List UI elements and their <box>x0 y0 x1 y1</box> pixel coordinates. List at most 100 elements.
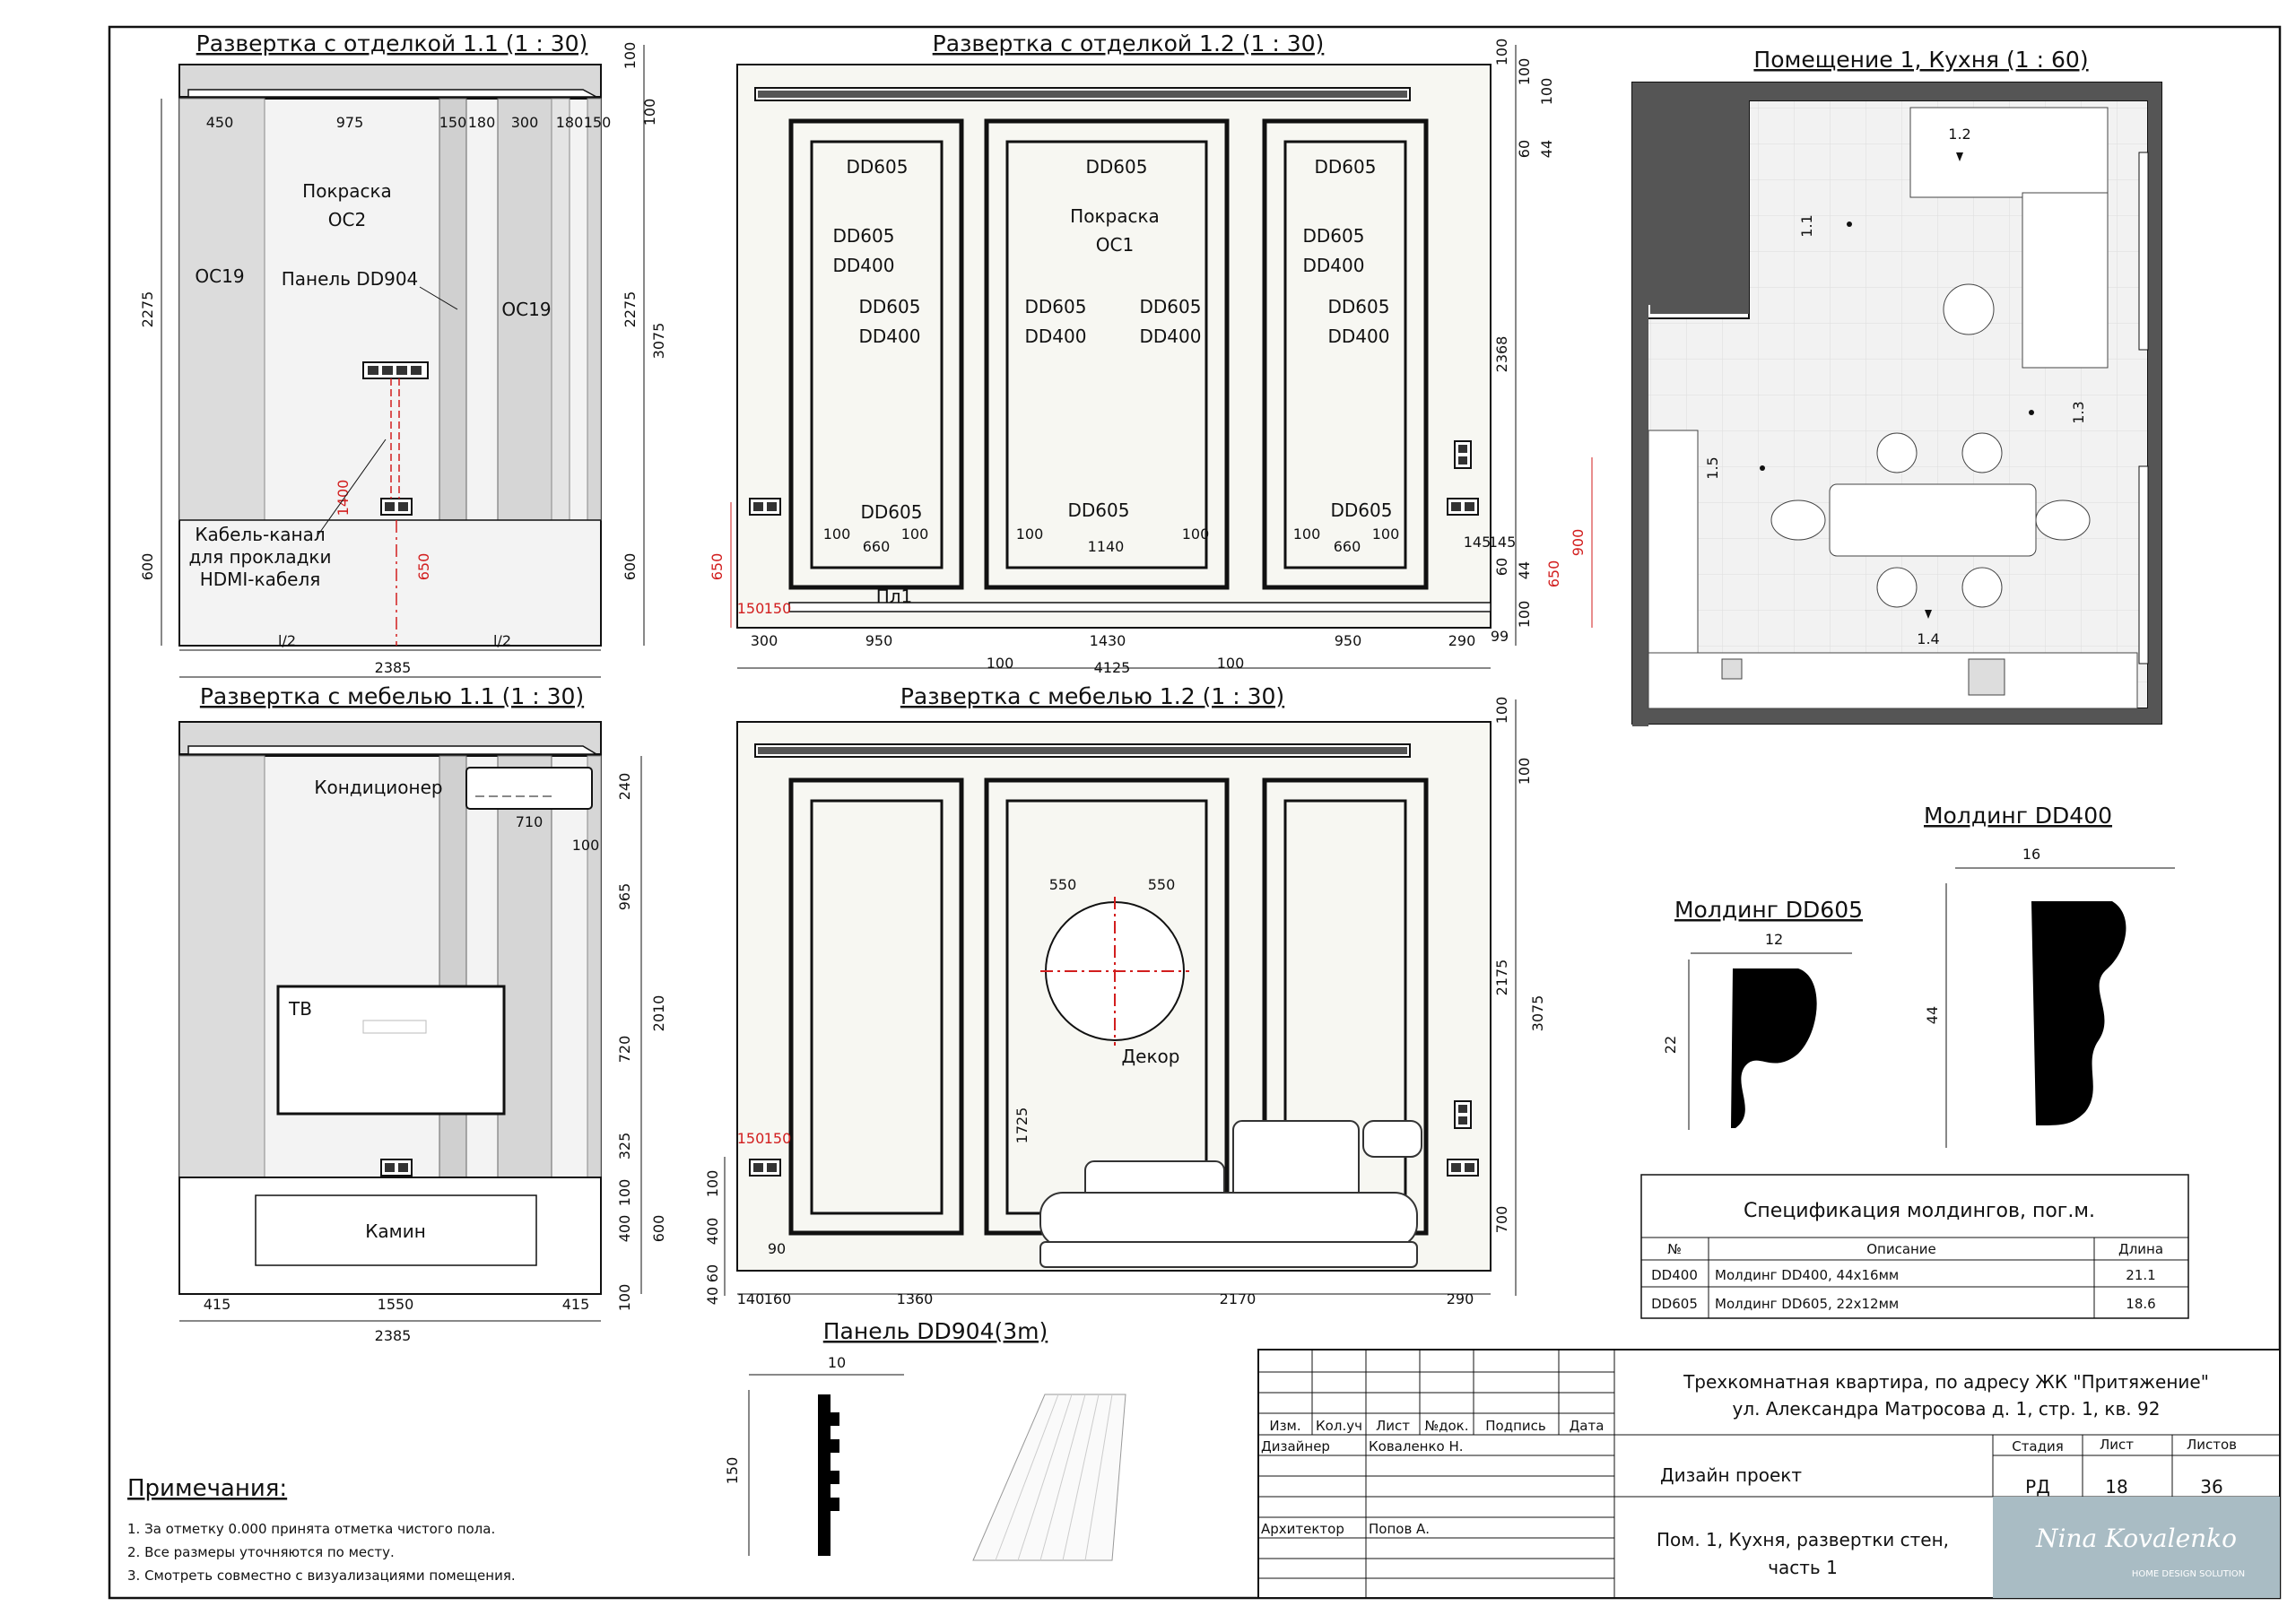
svg-text:550: 550 <box>1049 876 1077 893</box>
svg-text:Дата: Дата <box>1570 1418 1605 1434</box>
svg-text:90: 90 <box>768 1240 786 1257</box>
dims-top-finish-1-1: 450 975 150 180 300 180 150 <box>206 114 612 131</box>
svg-text:1360: 1360 <box>897 1290 934 1307</box>
elevation-finish-1-1: Развертка с отделкой 1.1 (1 : 30) 450 97… <box>139 30 667 678</box>
svg-text:700: 700 <box>1493 1206 1510 1234</box>
svg-text:DD605: DD605 <box>1086 156 1148 178</box>
svg-text:Пом. 1, Кухня, развертки стен,: Пом. 1, Кухня, развертки стен, <box>1657 1529 1949 1550</box>
wall-panel-center <box>984 118 1230 590</box>
svg-text:100: 100 <box>987 655 1014 672</box>
svg-text:Лист: Лист <box>2100 1437 2134 1453</box>
title-room-plan: Помещение 1, Кухня (1 : 60) <box>1753 47 2088 73</box>
svg-text:ОС19: ОС19 <box>195 265 244 287</box>
svg-text:550: 550 <box>1148 876 1176 893</box>
svg-text:16: 16 <box>2022 846 2040 863</box>
svg-text:Камин: Камин <box>365 1220 426 1242</box>
svg-text:3. Смотреть совместно с визуа: 3. Смотреть совместно с визуализациями п… <box>127 1568 516 1584</box>
notes: Примечания: 1. За отметку 0.000 принята … <box>127 1475 516 1584</box>
svg-text:DD605: DD605 <box>847 156 909 178</box>
svg-text:ОС1: ОС1 <box>1096 234 1134 256</box>
title-furn-1-1: Развертка с мебелью 1.1 (1 : 30) <box>200 683 584 709</box>
socket-lower <box>380 498 413 516</box>
svg-text:4125: 4125 <box>1094 659 1131 676</box>
svg-text:Nina Kovalenko: Nina Kovalenko <box>2035 1524 2237 1553</box>
svg-text:Лист: Лист <box>1376 1418 1410 1434</box>
svg-text:2368: 2368 <box>1493 336 1510 373</box>
svg-text:600: 600 <box>139 553 156 581</box>
svg-text:1. За отметку 0.000 принята о: 1. За отметку 0.000 принята отметка чист… <box>127 1521 495 1537</box>
svg-text:ОС19: ОС19 <box>501 299 551 320</box>
svg-text:650: 650 <box>415 553 432 581</box>
socket-right <box>1447 498 1479 516</box>
title-block: Изм. Кол.уч Лист №док. Подпись Дата Диза… <box>1257 1349 2281 1599</box>
svg-text:100: 100 <box>1538 78 1555 106</box>
svg-text:Панель DD904: Панель DD904 <box>282 268 419 290</box>
svg-text:44: 44 <box>1516 561 1533 579</box>
svg-text:3075: 3075 <box>1529 995 1546 1032</box>
svg-text:140: 140 <box>737 1290 765 1307</box>
svg-text:150: 150 <box>737 600 765 617</box>
svg-text:1.4: 1.4 <box>1917 630 1939 647</box>
svg-text:№: № <box>1667 1241 1682 1257</box>
svg-text:HDMI-кабеля: HDMI-кабеля <box>200 569 321 590</box>
svg-text:2275: 2275 <box>139 291 156 328</box>
svg-text:Примечания:: Примечания: <box>127 1475 287 1502</box>
svg-text:Панель DD904(3m): Панель DD904(3m) <box>823 1318 1048 1344</box>
svg-text:1.5: 1.5 <box>1704 456 1721 479</box>
sheet-frame <box>108 25 2282 1600</box>
svg-text:1.1: 1.1 <box>1798 214 1815 237</box>
svg-text:100: 100 <box>1493 39 1510 66</box>
svg-text:Молдинг DD400, 44х16мм: Молдинг DD400, 44х16мм <box>1715 1267 1899 1283</box>
svg-text:DD400: DD400 <box>1303 255 1365 276</box>
svg-text:150: 150 <box>737 1130 765 1147</box>
svg-text:DD400: DD400 <box>1140 326 1202 347</box>
svg-text:40: 40 <box>704 1287 721 1305</box>
svg-text:Дизайн проект: Дизайн проект <box>1660 1464 1802 1486</box>
svg-text:100: 100 <box>616 1284 633 1312</box>
svg-text:100: 100 <box>1493 697 1510 725</box>
tv <box>276 985 506 1116</box>
svg-text:150: 150 <box>764 600 792 617</box>
svg-text:450: 450 <box>206 114 234 131</box>
svg-text:100: 100 <box>622 42 639 70</box>
wall-panel-right <box>1262 118 1429 590</box>
svg-text:290: 290 <box>1447 1290 1474 1307</box>
svg-text:ул. Александра Матросова д. 1,: ул. Александра Матросова д. 1, стр. 1, к… <box>1733 1398 2161 1420</box>
svg-text:1.2: 1.2 <box>1948 126 1970 143</box>
svg-text:240: 240 <box>616 773 633 801</box>
svg-text:650: 650 <box>1545 560 1562 588</box>
svg-text:Длина: Длина <box>2118 1241 2163 1257</box>
molding-dd605-detail: Молдинг DD605 12 22 <box>1662 897 1863 1130</box>
designer-logo <box>1993 1497 2280 1598</box>
elevation-finish-1-2: Развертка с отделкой 1.2 (1 : 30) DD605 … <box>709 30 1593 676</box>
svg-text:№док.: №док. <box>1425 1418 1469 1434</box>
svg-text:44: 44 <box>1924 1006 1941 1024</box>
svg-text:415: 415 <box>204 1296 231 1313</box>
elevation-furniture-1-1: Развертка с мебелью 1.1 (1 : 30) Кондици… <box>178 683 667 1344</box>
svg-text:150: 150 <box>584 114 612 131</box>
svg-text:100: 100 <box>1016 525 1044 543</box>
svg-text:10: 10 <box>828 1354 846 1371</box>
svg-text:Пл1: Пл1 <box>876 586 913 607</box>
svg-text:2385: 2385 <box>375 1327 412 1344</box>
svg-text:Подпись: Подпись <box>1485 1418 1545 1434</box>
svg-text:DD605: DD605 <box>1328 296 1390 317</box>
svg-text:DD605: DD605 <box>1331 499 1393 521</box>
svg-text:РД: РД <box>2025 1476 2050 1498</box>
svg-text:300: 300 <box>511 114 539 131</box>
svg-text:Молдинг DD605, 22х12мм: Молдинг DD605, 22х12мм <box>1715 1296 1899 1312</box>
socket-furn-1-2-left <box>749 1159 781 1177</box>
svg-text:145: 145 <box>1489 534 1517 551</box>
room-plan-kitchen: Помещение 1, Кухня (1 : 60) 1.1 1.2 1. <box>1631 47 2162 726</box>
svg-text:600: 600 <box>622 553 639 581</box>
svg-text:180: 180 <box>556 114 584 131</box>
svg-text:965: 965 <box>616 883 633 911</box>
elevation-furniture-1-2: Развертка с мебелью 1.2 (1 : 30) Декор 5… <box>704 683 1546 1307</box>
socket-furn-1-2-right <box>1447 1159 1479 1177</box>
svg-text:ТВ: ТВ <box>288 998 312 1020</box>
svg-text:Изм.: Изм. <box>1269 1418 1300 1434</box>
svg-text:18.6: 18.6 <box>2126 1296 2155 1312</box>
svg-text:160: 160 <box>764 1290 792 1307</box>
svg-text:Попов А.: Попов А. <box>1369 1521 1430 1537</box>
svg-text:44: 44 <box>1538 140 1555 158</box>
